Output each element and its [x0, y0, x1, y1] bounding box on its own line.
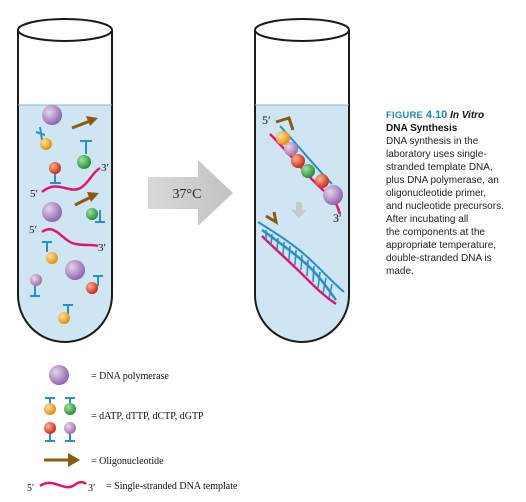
- figure-number: 4.10: [425, 109, 448, 121]
- nucleotide-datp: [42, 241, 58, 264]
- caption-line: made.: [386, 266, 414, 277]
- nucleotide-dttp: [301, 164, 315, 178]
- temperature-arrow: 37°C: [148, 160, 233, 226]
- single-stranded-dna-template: [41, 166, 101, 194]
- legend-template-icon: 5′ 3′: [27, 480, 95, 494]
- replication-complex: 5′ 3′: [262, 113, 343, 225]
- caption-line: stranded template DNA,: [386, 162, 493, 173]
- nucleotide-datp: [276, 131, 290, 145]
- template-5prime-label: 5′: [29, 224, 37, 236]
- nucleotide-dctp: [315, 174, 329, 188]
- progress-down-arrow: [291, 202, 307, 218]
- right-test-tube: [254, 18, 350, 343]
- legend: = DNA polymerase = dATP, dTTP, dCTP, dGT…: [27, 365, 238, 494]
- dna-polymerase: [323, 185, 343, 205]
- caption-line: and nucleotide precursors.: [386, 201, 504, 212]
- nucleotide-datp: [35, 126, 52, 150]
- right-tube-rim: [254, 18, 350, 42]
- left-tube-outline: [17, 30, 113, 343]
- oligonucleotide-arrow: [74, 192, 99, 207]
- double-stranded-dna-product: [257, 211, 345, 306]
- temperature-label: 37°C: [173, 187, 202, 202]
- legend-nucleotides-text: = dATP, dTTP, dCTP, dGTP: [91, 411, 204, 422]
- caption-line: laboratory uses single-: [386, 149, 487, 160]
- caption-line: appropriate temperature,: [386, 240, 497, 251]
- legend-oligo-text: = Oligonucleotide: [91, 456, 164, 467]
- caption-line: plus DNA polymerase, an: [386, 175, 499, 186]
- figure-title-italic: In Vitro: [450, 110, 485, 121]
- template-3prime-label: 3′: [101, 162, 109, 174]
- dna-polymerase: [42, 105, 62, 125]
- caption-line: oligonucleotide primer,: [386, 188, 487, 199]
- template-5prime-label: 5′: [30, 188, 38, 200]
- legend-polymerase-icon: [49, 365, 69, 385]
- nucleotide-dgtp: [30, 274, 42, 297]
- dna-polymerase: [65, 260, 85, 280]
- caption-line: DNA synthesis in the: [386, 136, 479, 147]
- caption-line: double-stranded DNA is: [386, 253, 492, 264]
- dna-polymerase: [42, 202, 62, 222]
- caption-line: After incubating all: [386, 214, 469, 225]
- caption-line: the components at the: [386, 227, 485, 238]
- nucleotide-dctp: [49, 162, 61, 184]
- right-tube-outline: [254, 30, 350, 343]
- nucleotide-datp: [58, 304, 73, 324]
- single-stranded-dna-template: [41, 228, 99, 248]
- complex-5prime-label: 5′: [262, 113, 271, 127]
- nucleotide-dctp: [86, 275, 103, 294]
- left-tube-rim: [17, 18, 113, 42]
- complex-3prime-label: 3′: [333, 211, 342, 225]
- nucleotide-dctp: [291, 154, 305, 168]
- nucleotide-dgtp: [284, 142, 298, 156]
- left-test-tube: [17, 18, 113, 343]
- figure-title: DNA Synthesis: [386, 123, 458, 134]
- legend-template-3prime: 3′: [88, 483, 95, 494]
- nucleotide-dttp: [77, 140, 92, 169]
- figure-caption: FIGURE 4.10 In Vitro DNA Synthesis DNA s…: [386, 109, 524, 278]
- figure-label: FIGURE: [386, 110, 424, 121]
- legend-template-5prime: 5′: [27, 483, 34, 494]
- legend-oligo-icon: [44, 453, 80, 467]
- nucleotide-dttp: [86, 208, 105, 223]
- template-3prime-label: 3′: [98, 242, 106, 254]
- legend-nucleotides-icon: [44, 397, 76, 442]
- legend-template-text: = Single-stranded DNA template: [106, 481, 238, 492]
- oligonucleotide-arrow: [71, 116, 98, 130]
- legend-polymerase-text: = DNA polymerase: [91, 371, 169, 382]
